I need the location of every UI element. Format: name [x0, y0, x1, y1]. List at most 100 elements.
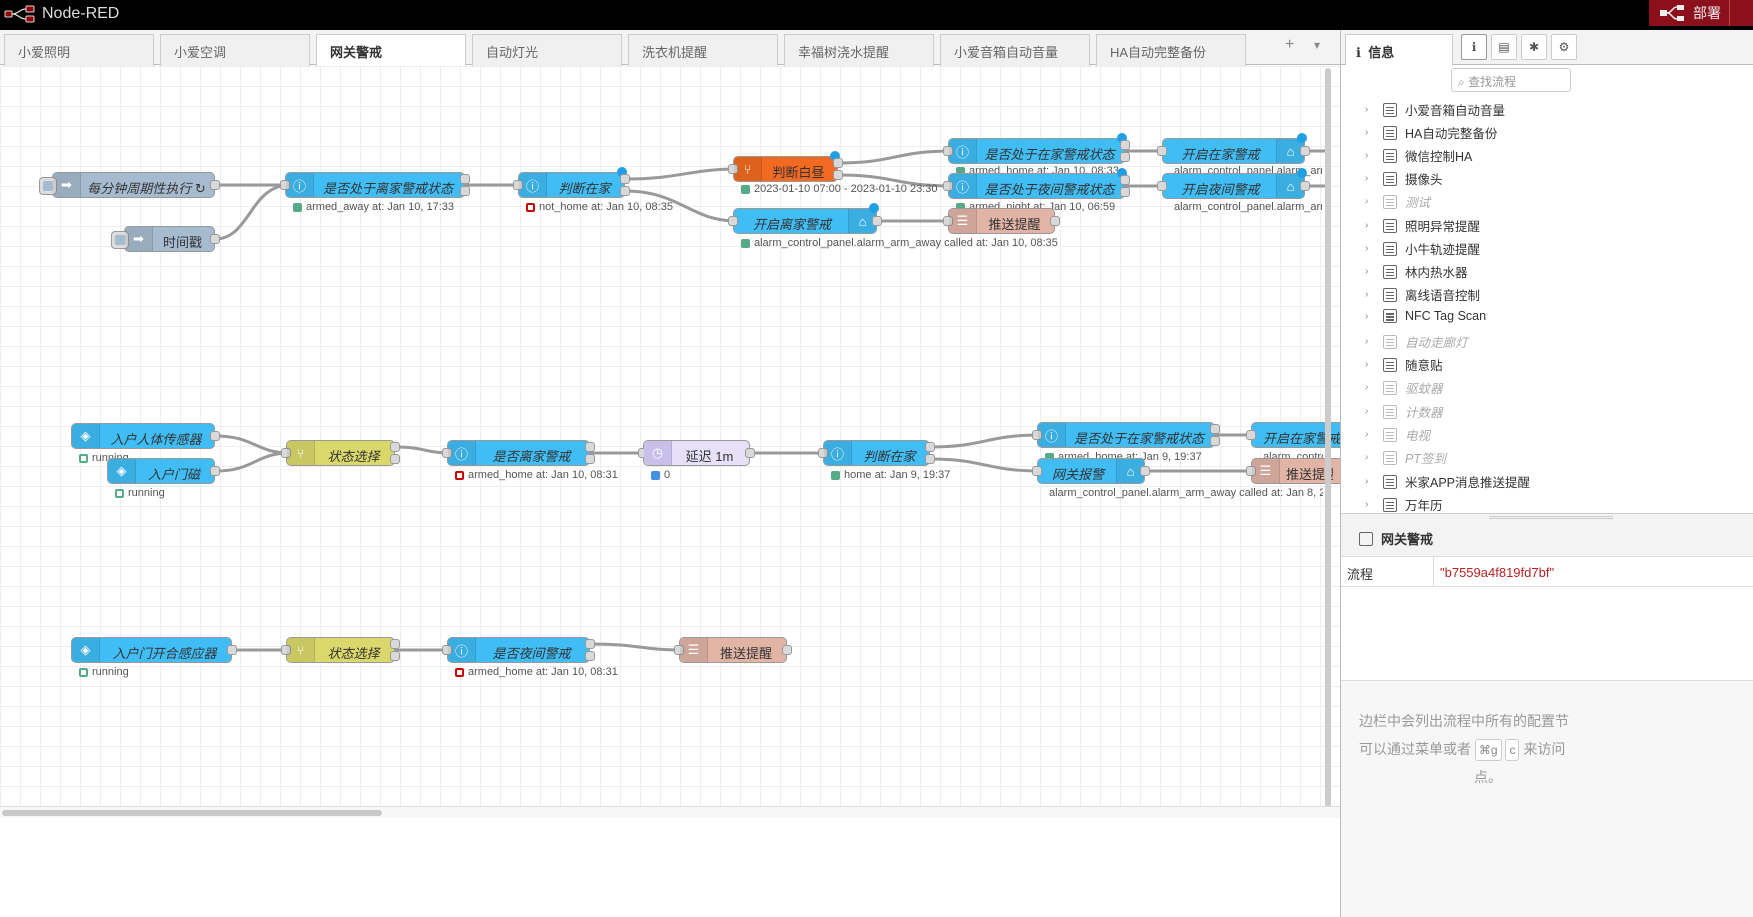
- flow-list-item[interactable]: ›微信控制HA: [1365, 148, 1473, 164]
- input-port[interactable]: [943, 181, 953, 191]
- input-port[interactable]: [1157, 181, 1167, 191]
- output-port[interactable]: [390, 639, 400, 649]
- output-port[interactable]: [1300, 181, 1310, 191]
- output-port[interactable]: [1210, 424, 1220, 434]
- flow-list-item[interactable]: ›NFC Tag Scan: [1365, 309, 1487, 323]
- output-port[interactable]: [872, 216, 882, 226]
- flow-list-item-disabled[interactable]: ›PT签到: [1365, 450, 1446, 466]
- input-port[interactable]: [1157, 146, 1167, 156]
- wire[interactable]: [929, 433, 1042, 449]
- template-node-push-notify[interactable]: ☰ 推送提醒: [943, 208, 1060, 234]
- inject-trigger-button[interactable]: [39, 177, 57, 195]
- tab-auto-lights[interactable]: 自动灯光: [472, 34, 622, 66]
- flow-list-item[interactable]: ›万年历: [1365, 497, 1443, 513]
- current-state-node-home[interactable]: ⓘ 判断在家: [513, 167, 630, 198]
- call-service-node-gateway-alarm[interactable]: 网关报警 ⌂: [1032, 458, 1150, 484]
- input-port[interactable]: [281, 645, 291, 655]
- state-changed-node-motion-sensor[interactable]: ◈ 入户人体传感器: [71, 423, 220, 449]
- add-flow-button[interactable]: +: [1285, 36, 1295, 53]
- current-state-node-away[interactable]: ⓘ 是否处于离家警戒状态: [280, 172, 470, 198]
- wire[interactable]: [624, 167, 738, 181]
- flow-list-item[interactable]: ›小爱音箱自动音量: [1365, 102, 1506, 118]
- scrollbar-thumb[interactable]: [1325, 68, 1331, 808]
- flow-list-item[interactable]: ›林内热水器: [1365, 264, 1468, 280]
- tab-xiaoai-ac[interactable]: 小爱空调: [160, 34, 310, 66]
- call-service-node-arm-home[interactable]: 开启在家警戒 ⌂: [1157, 133, 1310, 164]
- template-node-push-notify-3[interactable]: ☰ 推送提醒: [674, 637, 792, 663]
- flow-list-item-disabled[interactable]: ›测试: [1365, 194, 1431, 210]
- inject-node-timestamp[interactable]: ➡ 时间戳: [111, 226, 220, 252]
- tab-ha-backup[interactable]: HA自动完整备份: [1096, 34, 1246, 66]
- output-port[interactable]: [1120, 140, 1130, 150]
- flow-list-item[interactable]: ›HA自动完整备份: [1365, 125, 1498, 141]
- input-port[interactable]: [442, 448, 452, 458]
- output-port[interactable]: [585, 639, 595, 649]
- flow-list-item[interactable]: ›摄像头: [1365, 171, 1443, 187]
- output-port[interactable]: [390, 651, 400, 661]
- output-port[interactable]: [585, 454, 595, 464]
- canvas-horizontal-scrollbar[interactable]: [0, 806, 1340, 818]
- input-port[interactable]: [943, 146, 953, 156]
- output-port[interactable]: [390, 442, 400, 452]
- flow-list-item-disabled[interactable]: ›计数器: [1365, 404, 1443, 420]
- input-port[interactable]: [1032, 466, 1042, 476]
- switch-node-state-select[interactable]: ⑂ 状态选择: [281, 440, 400, 466]
- call-service-node-arm-away[interactable]: 开启离家警戒 ⌂: [728, 203, 882, 234]
- output-port[interactable]: [745, 448, 755, 458]
- output-port[interactable]: [1210, 436, 1220, 446]
- output-port[interactable]: [620, 174, 630, 184]
- input-port[interactable]: [280, 180, 290, 190]
- time-range-node-daytime[interactable]: ⑂ 判断白昼: [728, 151, 843, 182]
- input-port[interactable]: [1246, 466, 1256, 476]
- output-port[interactable]: [782, 645, 792, 655]
- output-port[interactable]: [925, 442, 935, 452]
- output-port[interactable]: [1050, 216, 1060, 226]
- flow-list-item[interactable]: ›离线语音控制: [1365, 287, 1481, 303]
- input-port[interactable]: [943, 216, 953, 226]
- scrollbar-thumb[interactable]: [2, 810, 382, 816]
- output-port[interactable]: [227, 645, 237, 655]
- output-port[interactable]: [1120, 175, 1130, 185]
- flow-canvas[interactable]: ➡ 每分钟周期性执行 ↻ ➡ 时间戳 ⓘ 是否处于离家警戒状态 armed_aw…: [0, 66, 1340, 806]
- output-port[interactable]: [460, 174, 470, 184]
- delay-node-1m[interactable]: ◷ 延迟 1m: [638, 440, 755, 466]
- output-port[interactable]: [1120, 187, 1130, 197]
- output-port[interactable]: [833, 158, 843, 168]
- tab-gateway-alarm[interactable]: 网关警戒: [316, 34, 466, 66]
- input-port[interactable]: [818, 448, 828, 458]
- flow-list-item[interactable]: ›米家APP消息推送提醒: [1365, 474, 1531, 490]
- flow-search-input[interactable]: ⌕ 查找流程: [1451, 68, 1571, 92]
- debug-panel-button[interactable]: ✱: [1521, 34, 1547, 60]
- output-port[interactable]: [925, 454, 935, 464]
- wire[interactable]: [214, 183, 291, 241]
- canvas-vertical-scrollbar[interactable]: [1322, 66, 1334, 808]
- output-port[interactable]: [833, 170, 843, 180]
- info-panel-button[interactable]: ℹ: [1461, 34, 1487, 60]
- flow-menu-button[interactable]: ▾: [1314, 38, 1321, 52]
- sidebar-splitter[interactable]: [1341, 513, 1753, 521]
- flow-list-item[interactable]: ›小牛轨迹提醒: [1365, 241, 1481, 257]
- input-port[interactable]: [281, 448, 291, 458]
- input-port[interactable]: [728, 216, 738, 226]
- input-port[interactable]: [1246, 430, 1256, 440]
- flow-list-item-disabled[interactable]: ›自动走廊灯: [1365, 334, 1468, 350]
- tab-xiaoai-lighting[interactable]: 小爱照明: [4, 34, 154, 66]
- output-port[interactable]: [1300, 146, 1310, 156]
- tab-info[interactable]: ℹ 信息: [1345, 34, 1453, 65]
- input-port[interactable]: [442, 645, 452, 655]
- inject-node-every-minute[interactable]: ➡ 每分钟周期性执行 ↻: [39, 172, 220, 198]
- flow-list-item-disabled[interactable]: ›驱蚊器: [1365, 380, 1443, 396]
- current-state-node-is-night[interactable]: ⓘ 是否夜间警戒: [442, 637, 595, 663]
- switch-node-state-select-2[interactable]: ⑂ 状态选择: [281, 637, 400, 663]
- wire[interactable]: [624, 189, 738, 223]
- state-changed-node-door-contact[interactable]: ◈ 入户门开合感应器: [71, 637, 237, 663]
- splitter-grip[interactable]: [1489, 516, 1613, 519]
- config-panel-button[interactable]: ⚙: [1551, 34, 1577, 60]
- state-changed-node-door-sensor[interactable]: ◈ 入户门磁: [107, 458, 220, 484]
- current-state-node-armed-home[interactable]: ⓘ 是否处于在家警戒状态: [943, 133, 1130, 164]
- help-panel-button[interactable]: ▤: [1491, 34, 1517, 60]
- output-port[interactable]: [1120, 152, 1130, 162]
- flow-list-item-disabled[interactable]: ›电视: [1365, 427, 1431, 443]
- output-port[interactable]: [585, 651, 595, 661]
- wire[interactable]: [214, 434, 291, 455]
